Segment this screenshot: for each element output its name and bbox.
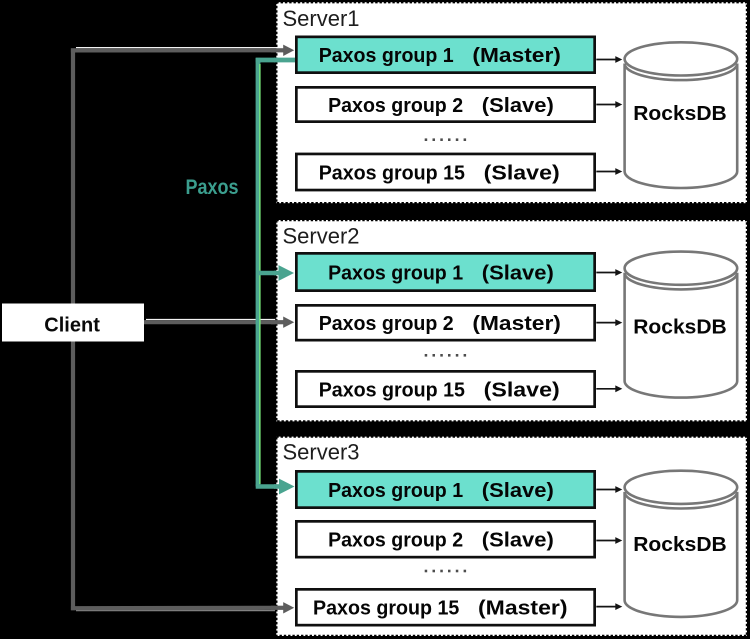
svg-text:(Slave): (Slave) bbox=[482, 530, 554, 552]
svg-text:Paxos group 2: Paxos group 2 bbox=[328, 95, 463, 117]
svg-text:Paxos group 2: Paxos group 2 bbox=[319, 313, 454, 335]
svg-text:Paxos group 1: Paxos group 1 bbox=[328, 480, 463, 502]
svg-text:Paxos group 15: Paxos group 15 bbox=[319, 379, 465, 401]
svg-text:RocksDB: RocksDB bbox=[633, 317, 727, 339]
svg-text:Paxos group 15: Paxos group 15 bbox=[319, 162, 465, 184]
svg-text:Paxos group 1: Paxos group 1 bbox=[319, 45, 454, 67]
svg-text:Paxos group 2: Paxos group 2 bbox=[328, 530, 463, 552]
svg-text:Server2: Server2 bbox=[283, 224, 360, 249]
svg-text:Server3: Server3 bbox=[283, 440, 360, 465]
svg-text:(Slave): (Slave) bbox=[482, 480, 554, 502]
svg-text:(Master): (Master) bbox=[472, 45, 560, 67]
svg-text:Paxos: Paxos bbox=[186, 176, 239, 199]
svg-text:(Slave): (Slave) bbox=[482, 95, 554, 117]
svg-text:RocksDB: RocksDB bbox=[633, 103, 727, 125]
svg-text:Paxos group 15: Paxos group 15 bbox=[313, 598, 459, 620]
svg-text:(Master): (Master) bbox=[472, 313, 560, 335]
svg-text:(Slave): (Slave) bbox=[484, 379, 560, 401]
svg-text:Client: Client bbox=[44, 314, 100, 336]
svg-text:Paxos group 1: Paxos group 1 bbox=[328, 262, 463, 284]
svg-text:Server1: Server1 bbox=[283, 6, 360, 31]
svg-text:(Slave): (Slave) bbox=[484, 162, 560, 184]
svg-text:(Master): (Master) bbox=[478, 598, 568, 620]
svg-text:(Slave): (Slave) bbox=[482, 262, 554, 284]
svg-text:RocksDB: RocksDB bbox=[633, 534, 727, 556]
